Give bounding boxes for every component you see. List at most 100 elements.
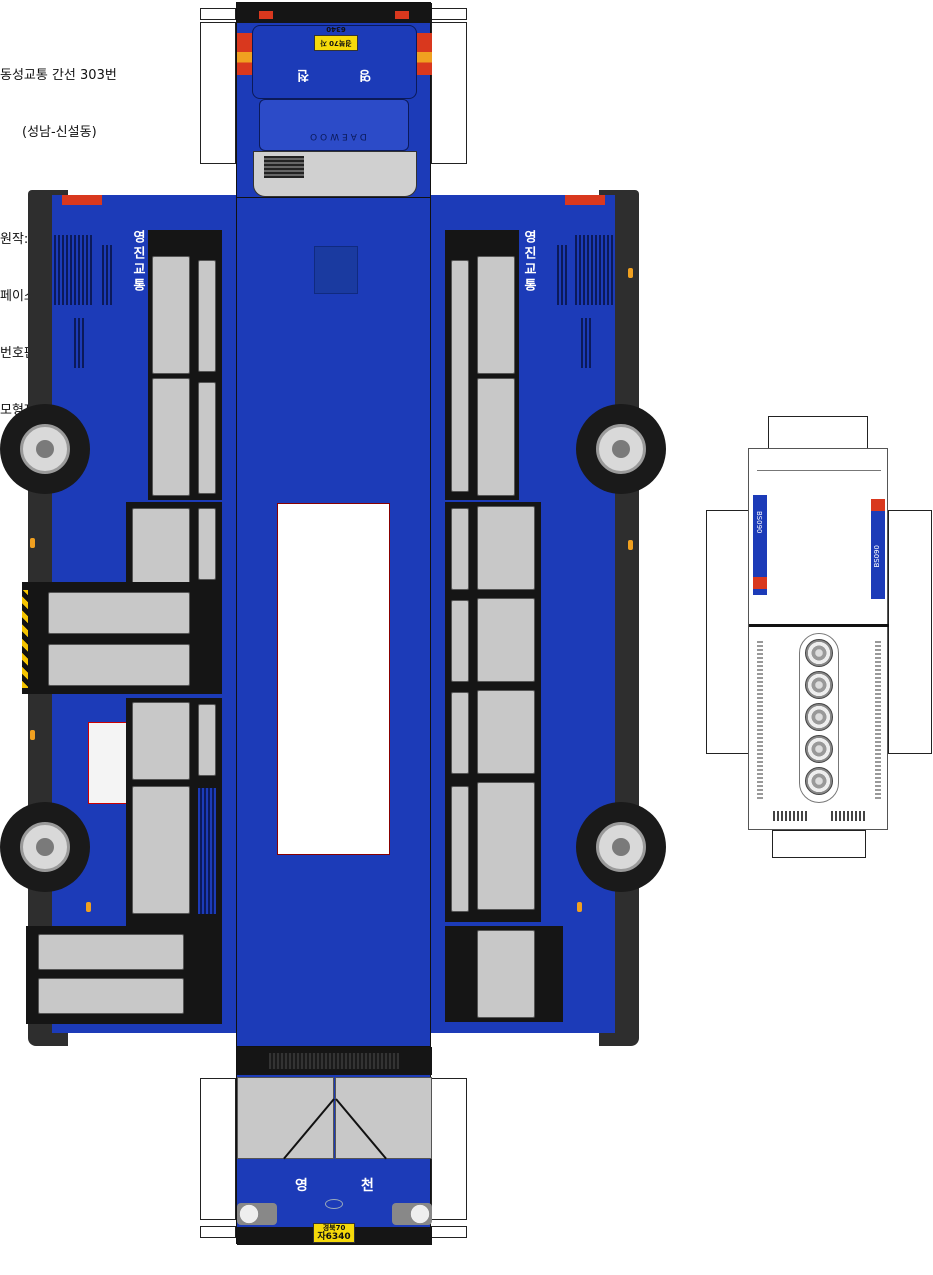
glue-tab [706,510,750,754]
left-middle-door-glass[interactable] [48,592,190,634]
right-window [477,256,515,374]
glue-tab [200,22,236,164]
wheel-hub-centre [36,440,54,458]
left-side-vent-small [100,245,112,305]
left-side-indicator [86,902,91,912]
front-panel: 영 천 경북70 자6340 [236,1046,432,1245]
glue-tab [772,830,866,858]
roof-side-vent-left [757,639,763,799]
wheel-hub-centre [612,440,630,458]
left-door-warning-stripe [22,590,28,688]
front-destination-led [269,1053,399,1069]
roof-ac-fan [805,767,833,795]
wheel-hub-centre [612,838,630,856]
rear-marker-lamp [395,11,409,19]
right-side-vent-small [555,245,567,305]
left-window [132,508,190,586]
front-headlamp-right [392,1203,432,1225]
rear-marker-lamp [259,11,273,19]
left-front-wheel [0,802,90,892]
right-side-panel: 영진교통 [431,190,645,1046]
rear-window-outline [252,25,417,99]
left-side-vent [52,235,94,305]
right-front-wheel [576,802,666,892]
roof-rear-cap [757,449,881,471]
front-plate: 경북70 자6340 [313,1223,355,1243]
right-side-marker-lamps [565,195,605,205]
credits-subtitle: (성남-신설동) [22,125,97,140]
glue-tab [200,1078,236,1220]
rear-livery-char-a: 천 [297,67,309,82]
left-window [132,786,190,914]
left-side-indicator [30,730,35,740]
left-side-engine-vent [198,788,216,914]
right-window [477,782,535,910]
left-window [152,256,190,374]
front-destination-sign [237,1047,432,1075]
left-rear-wheel [0,404,90,494]
front-plate-region: 경북70 [322,1224,346,1232]
rear-tail-lamp-right [416,33,432,75]
right-window [477,930,535,1018]
left-middle-door-glass[interactable] [48,644,190,686]
glue-tab [768,416,868,450]
glue-tab [200,1226,236,1238]
roof-ac-unit [799,633,839,803]
front-livery-char-right: 천 [361,1178,374,1194]
right-side-vent [573,235,615,305]
rear-bumper [253,151,417,197]
left-side-vent-lower [72,318,86,368]
left-side-route-board [88,722,128,804]
left-side-indicator [30,538,35,548]
right-window [477,378,515,496]
wheel-hub-centre [36,838,54,856]
roof-front-vent [831,811,865,821]
right-window-narrow [451,786,469,912]
right-side-indicator [577,902,582,912]
glue-tab [431,1226,467,1238]
front-plate-number: 6340 [325,1232,351,1242]
right-window-narrow [451,260,469,492]
left-window [132,702,190,780]
left-side-operator-text: 영진교통 [130,230,145,294]
roof-ac-fan [805,671,833,699]
right-side-vent-lower [579,318,593,368]
front-brand-emblem [325,1199,343,1209]
left-window-narrow [198,704,216,776]
roof-ac-fan [805,639,833,667]
rear-tail-lamp-left [237,33,253,75]
rear-panel: 경북70 자6340 천 영 DAEWOO [236,2,432,198]
roof-side-vent-right [875,639,881,799]
right-window-narrow [451,508,469,590]
left-window [152,378,190,496]
left-front-door-glass[interactable] [38,978,184,1014]
right-side-operator-text: 영진교통 [521,230,536,294]
roof-front-vent [773,811,807,821]
roof-ac-fan [805,735,833,763]
front-livery-char-left: 영 [295,1178,308,1194]
front-plate-prefix: 자 [317,1232,326,1242]
glue-tab [431,22,467,164]
roof-side-label-left: BS090 [755,511,763,534]
roof-ac-fan [805,703,833,731]
right-window-narrow [451,692,469,774]
left-side-marker-lamps [62,195,102,205]
rear-brand-text: DAEWOO [307,131,367,141]
right-side-indicator [628,540,633,550]
left-side-panel: 영진교통 [22,190,236,1046]
front-headlamp-left [237,1203,277,1225]
roof-net: BS090 BS090 [748,448,889,830]
roof-centre-seam [749,624,889,627]
left-front-door-glass[interactable] [38,934,184,970]
credits-title: 동성교통 간선 303번 [0,68,117,83]
left-window-narrow [198,382,216,494]
rear-plate: 경북70 자6340 [314,25,358,51]
right-side-indicator [628,268,633,278]
roof-cutout [277,503,390,855]
front-windscreen-left [237,1077,334,1159]
right-rear-wheel [576,404,666,494]
rear-engine-cover [259,99,409,151]
right-window [477,598,535,682]
glue-tab [888,510,932,754]
roof-side-stripe-right [871,499,885,599]
